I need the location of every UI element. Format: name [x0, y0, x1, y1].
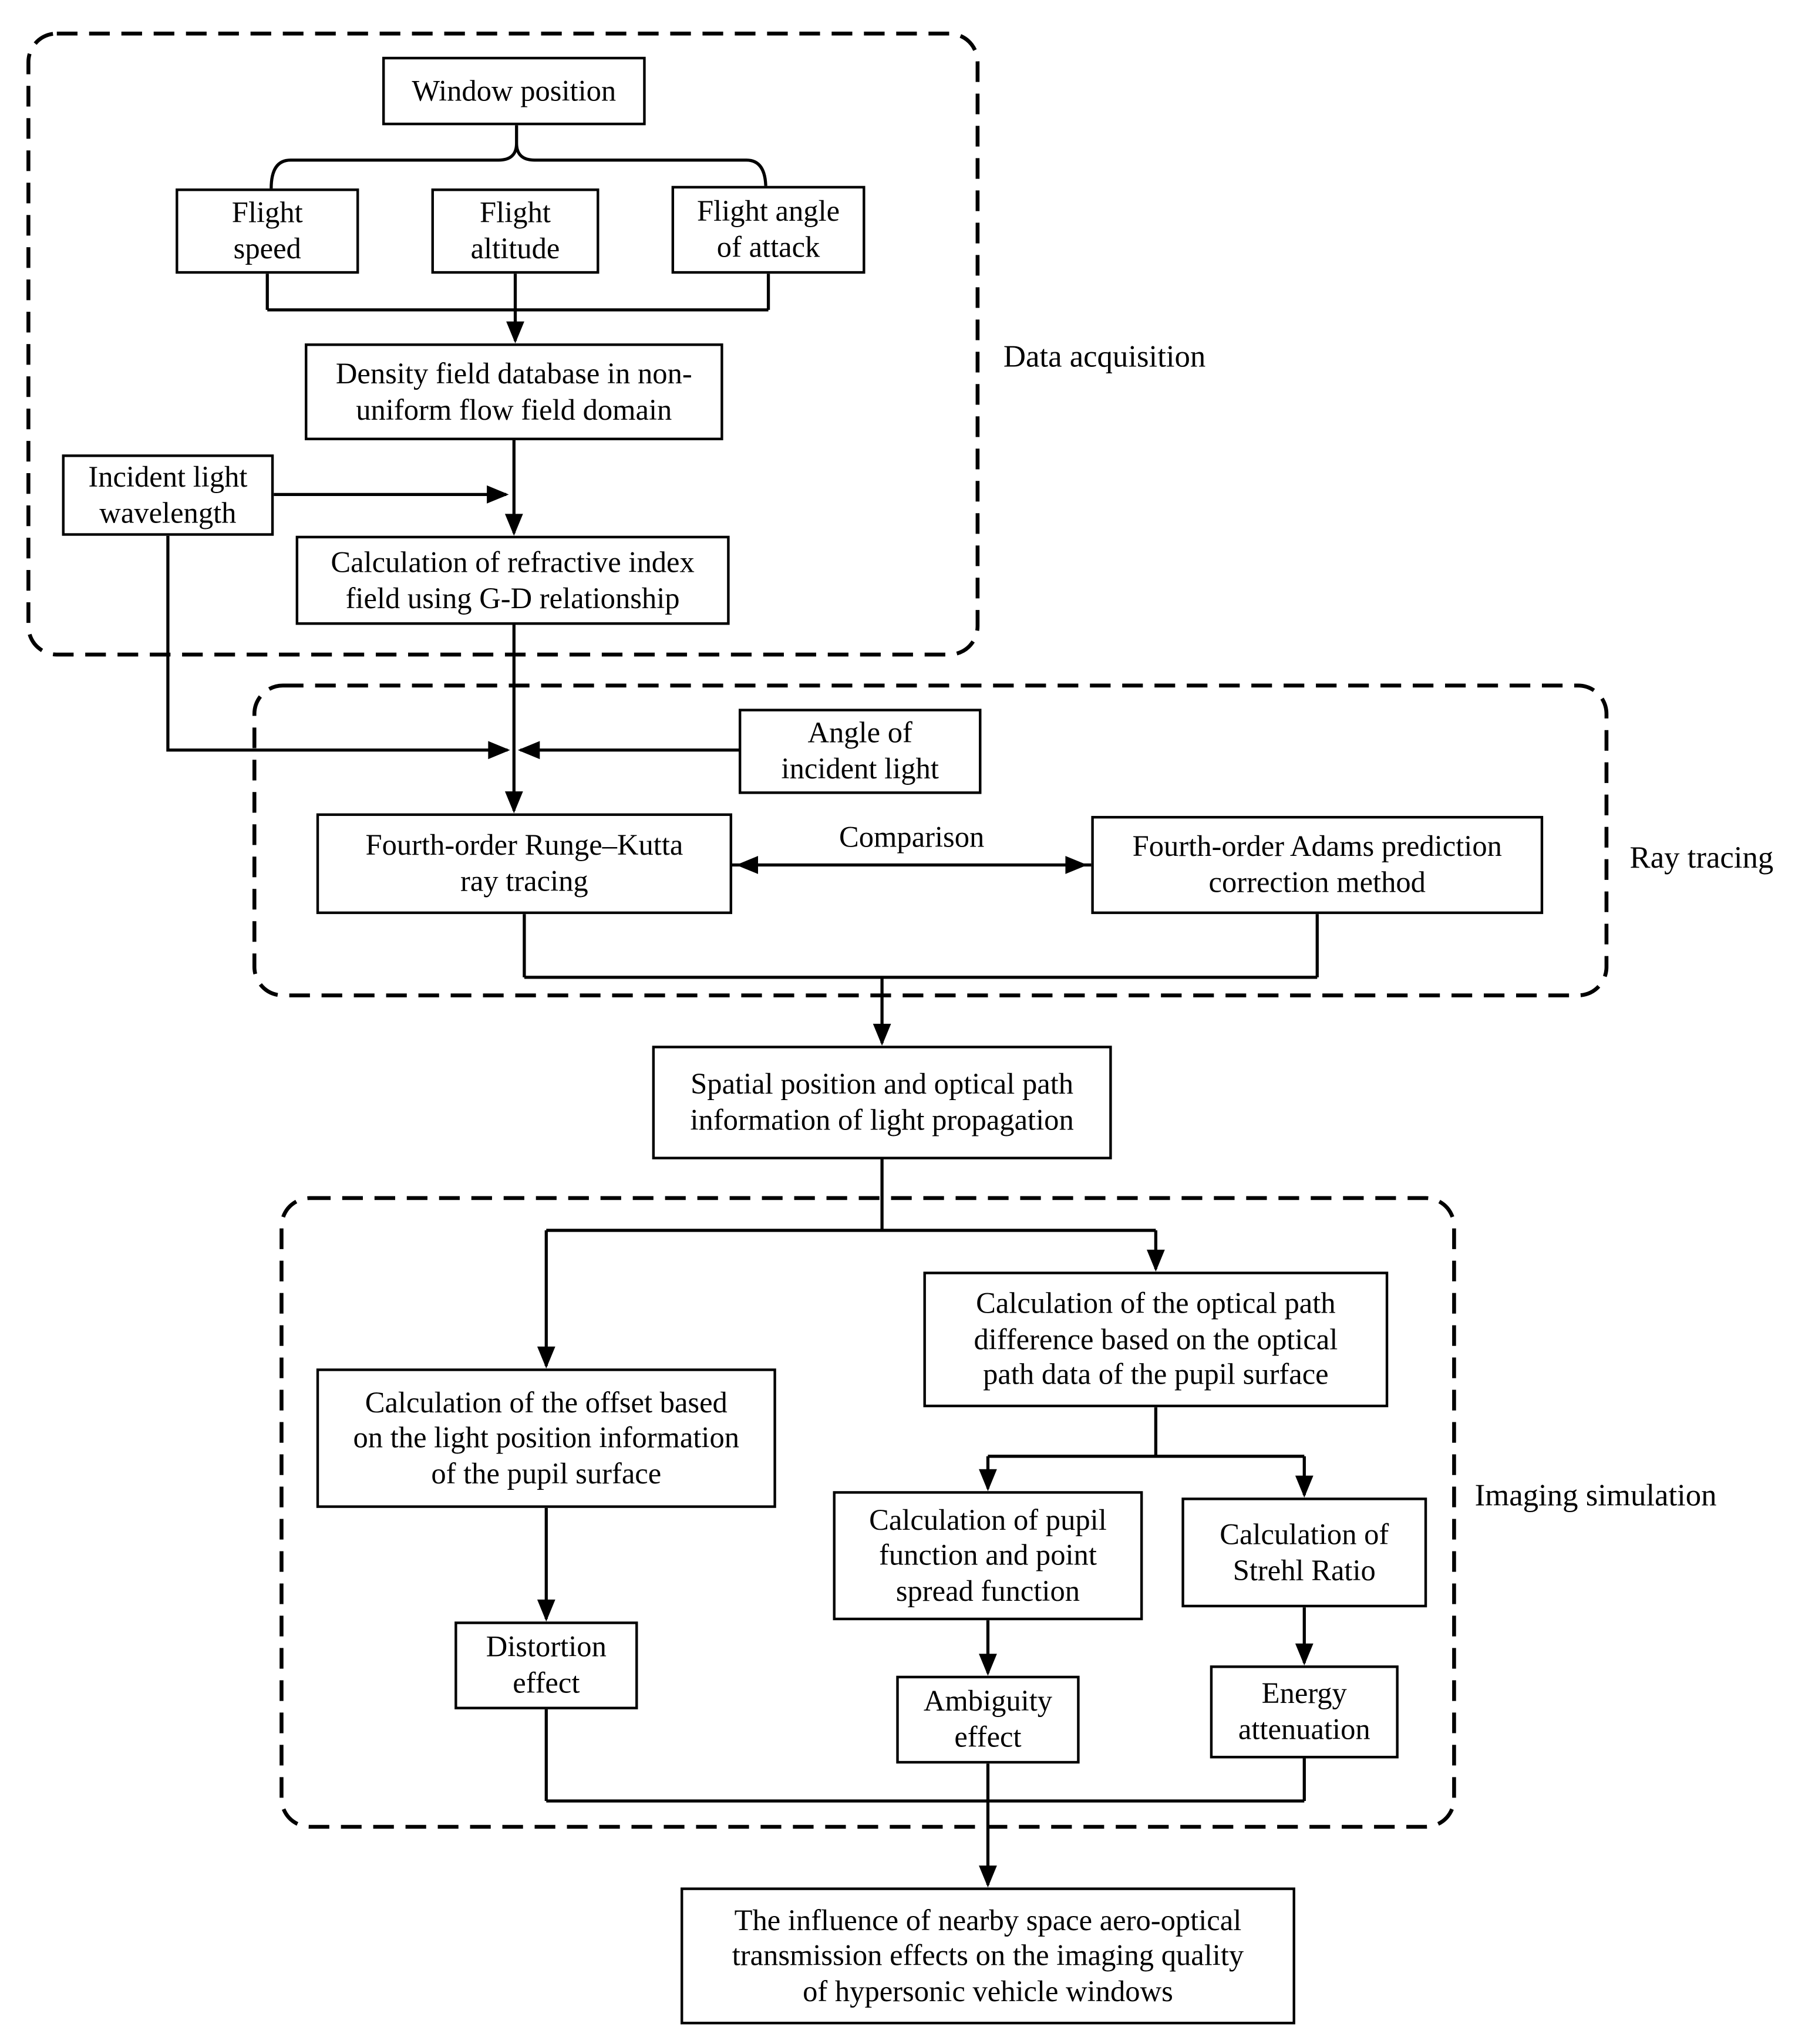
- edge-opd-split: [986, 1407, 1306, 1495]
- node-offset-calculation: Calculation of the offset based on the l…: [316, 1368, 776, 1508]
- edge-flightparams-to-density: [265, 274, 770, 341]
- edge-tracing-to-spatial: [523, 914, 1319, 1044]
- arrowhead-comparison-left: [736, 856, 758, 874]
- arrowheads: [487, 321, 1314, 1888]
- node-final-influence: The influence of nearby space aero-optic…: [681, 1887, 1295, 2025]
- arrowhead-into-spatial: [873, 1024, 891, 1046]
- arrowhead-junction-left: [517, 741, 540, 760]
- arrowhead-junction-right: [488, 741, 510, 760]
- node-spatial-position-info: Spatial position and optical path inform…: [652, 1045, 1112, 1159]
- node-window-position: Window position: [382, 56, 646, 126]
- node-angle-of-incident-light: Angle of incident light: [738, 709, 982, 794]
- arrowhead-into-opd: [1146, 1249, 1165, 1272]
- arrowhead-into-distortion: [537, 1599, 555, 1622]
- arrowhead-into-offset: [537, 1346, 555, 1369]
- arrowhead-into-strehl: [1295, 1475, 1314, 1498]
- node-flight-altitude: Flight altitude: [431, 188, 600, 274]
- arrowhead-into-energy: [1295, 1643, 1314, 1666]
- arrowhead-into-ambiguity: [979, 1654, 997, 1676]
- section-imaging-simulation-border: [279, 1196, 1456, 1829]
- node-adams-prediction-correction: Fourth-order Adams prediction correction…: [1091, 815, 1544, 915]
- arrowhead-into-density: [506, 321, 524, 344]
- node-refractive-index-calculation: Calculation of refractive index field us…: [295, 535, 730, 625]
- edge-spatial-split: [544, 1159, 1158, 1366]
- node-density-field-database: Density field database in non- uniform f…: [305, 343, 723, 440]
- connector-lines: [166, 125, 1319, 1885]
- section-label-ray-tracing: Ray tracing: [1629, 841, 1774, 876]
- edge-label-comparison: Comparison: [839, 821, 985, 854]
- arrowhead-into-pupil: [979, 1469, 997, 1492]
- arrowhead-comparison-right: [1065, 856, 1087, 874]
- arrowhead-into-rungekutta: [504, 791, 523, 814]
- section-label-data-acquisition: Data acquisition: [1003, 340, 1206, 375]
- node-runge-kutta-ray-tracing: Fourth-order Runge–Kutta ray tracing: [316, 813, 733, 915]
- edge-wavelength-to-junction: [166, 535, 508, 752]
- edge-effects-merge-to-final: [544, 1709, 1306, 1885]
- node-strehl-ratio-calculation: Calculation of Strehl Ratio: [1181, 1497, 1427, 1608]
- node-ambiguity-effect: Ambiguity effect: [896, 1675, 1080, 1764]
- section-ray-tracing-border: [252, 683, 1609, 997]
- node-energy-attenuation: Energy attenuation: [1210, 1665, 1399, 1759]
- node-pupil-function-calculation: Calculation of pupil function and point …: [833, 1491, 1143, 1621]
- node-flight-angle-of-attack: Flight angle of attack: [671, 185, 865, 274]
- arrowhead-into-refractive: [504, 514, 523, 536]
- section-label-imaging-simulation: Imaging simulation: [1474, 1479, 1717, 1513]
- node-incident-light-wavelength: Incident light wavelength: [62, 454, 274, 536]
- section-borders: [26, 31, 1609, 1829]
- node-flight-speed: Flight speed: [176, 188, 359, 274]
- arrowhead-wavelength-right: [487, 485, 509, 504]
- edge-window-brace: [270, 125, 767, 189]
- node-distortion-effect: Distortion effect: [454, 1621, 638, 1709]
- arrowhead-into-final: [979, 1865, 997, 1888]
- node-optical-path-difference-calculation: Calculation of the optical path differen…: [923, 1271, 1389, 1408]
- section-data-acquisition-border: [26, 31, 980, 657]
